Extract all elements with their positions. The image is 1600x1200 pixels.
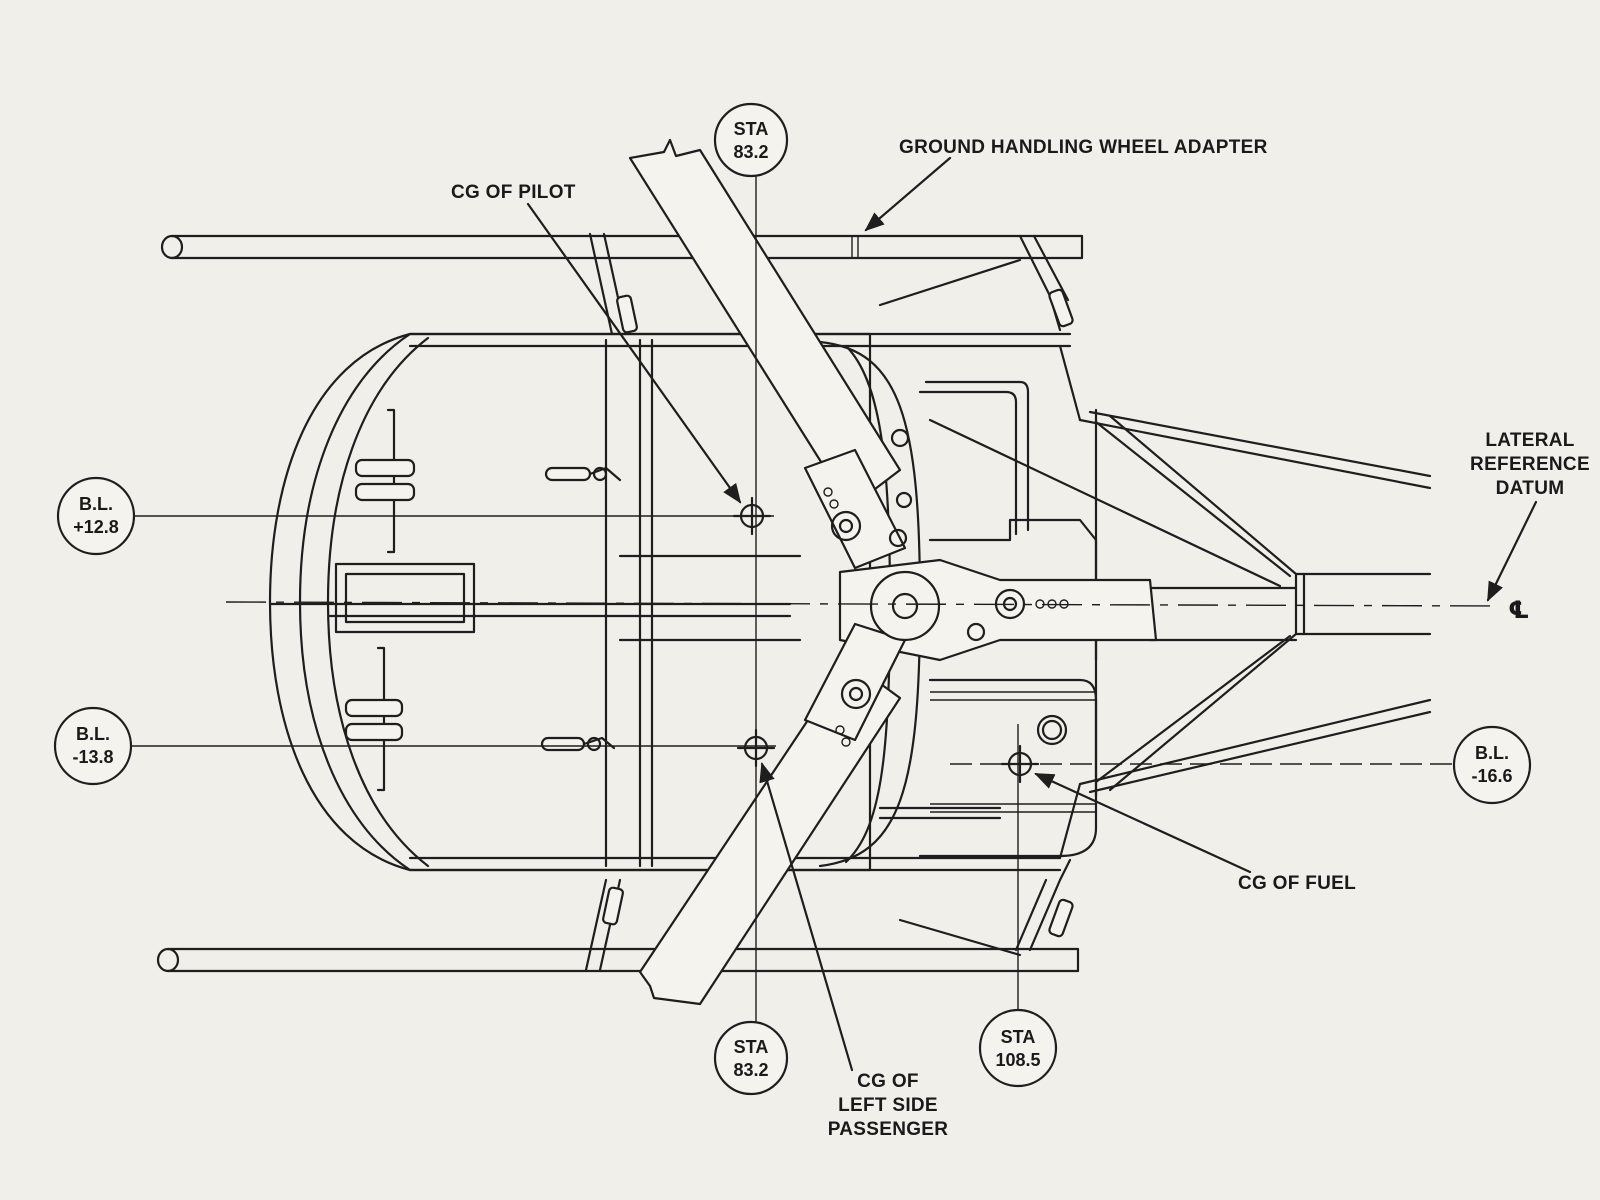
- bubble-sta-bottom-left-line-1: STA: [734, 1037, 769, 1057]
- bubble-bl-lower-left-line-2: -13.8: [72, 747, 113, 767]
- bubble-sta-bottom-right-line-2: 108.5: [995, 1050, 1040, 1070]
- cg-fuel-label: CG OF FUEL: [1238, 873, 1356, 894]
- reference-lines: [130, 162, 1501, 1030]
- bubble-bl-upper-left: B.L. +12.8: [56, 476, 136, 556]
- upper-skid-tube: [160, 234, 1084, 260]
- bubble-bl-upper-left-line-2: +12.8: [73, 517, 119, 537]
- controls: [540, 466, 622, 752]
- cg-passenger-line-3: PASSENGER: [828, 1119, 949, 1140]
- bubble-bl-right-line-1: B.L.: [1475, 743, 1509, 763]
- bubble-bl-right: B.L. -16.6: [1452, 725, 1532, 805]
- lateral-datum-label: LATERAL REFERENCE DATUM: [1470, 430, 1590, 499]
- bubble-bl-right-line-2: -16.6: [1471, 766, 1512, 786]
- instrument-clusters: [344, 408, 416, 792]
- leader-arrows: [526, 156, 1538, 1072]
- cross-tubes: [584, 232, 1074, 972]
- bubble-sta-top: STA 83.2: [713, 102, 789, 178]
- ground-wheel-label: GROUND HANDLING WHEEL ADAPTER: [899, 137, 1268, 158]
- cg-fuel-symbol: [1000, 744, 1040, 784]
- lateral-datum-line-2: REFERENCE: [1470, 454, 1590, 475]
- cg-pilot-label: CG OF PILOT: [451, 182, 576, 203]
- bubble-sta-top-line-1: STA: [734, 119, 769, 139]
- cg-passenger-symbol: [736, 728, 776, 768]
- centerline-symbol: ℄: [1508, 597, 1530, 624]
- bubble-bl-lower-left: B.L. -13.8: [53, 706, 133, 786]
- bubble-sta-bottom-right-line-1: STA: [1001, 1027, 1036, 1047]
- bubble-sta-bottom-left: STA 83.2: [713, 1020, 789, 1096]
- main-rotor: [628, 138, 1158, 1006]
- lower-skid-tube: [156, 947, 1080, 973]
- cg-pilot-symbol: [732, 496, 772, 536]
- cg-passenger-label: CG OF LEFT SIDE PASSENGER: [828, 1071, 949, 1140]
- bubble-sta-top-line-2: 83.2: [733, 142, 768, 162]
- cg-passenger-line-1: CG OF: [857, 1071, 919, 1092]
- lateral-datum-line-3: DATUM: [1496, 478, 1565, 499]
- bubble-bl-lower-left-line-1: B.L.: [76, 724, 110, 744]
- bubble-sta-bottom-left-line-2: 83.2: [733, 1060, 768, 1080]
- bubble-bl-upper-left-line-1: B.L.: [79, 494, 113, 514]
- lateral-datum-line-1: LATERAL: [1485, 430, 1574, 451]
- cg-passenger-line-2: LEFT SIDE: [838, 1095, 938, 1116]
- bubble-sta-bottom-right: STA 108.5: [978, 1008, 1058, 1088]
